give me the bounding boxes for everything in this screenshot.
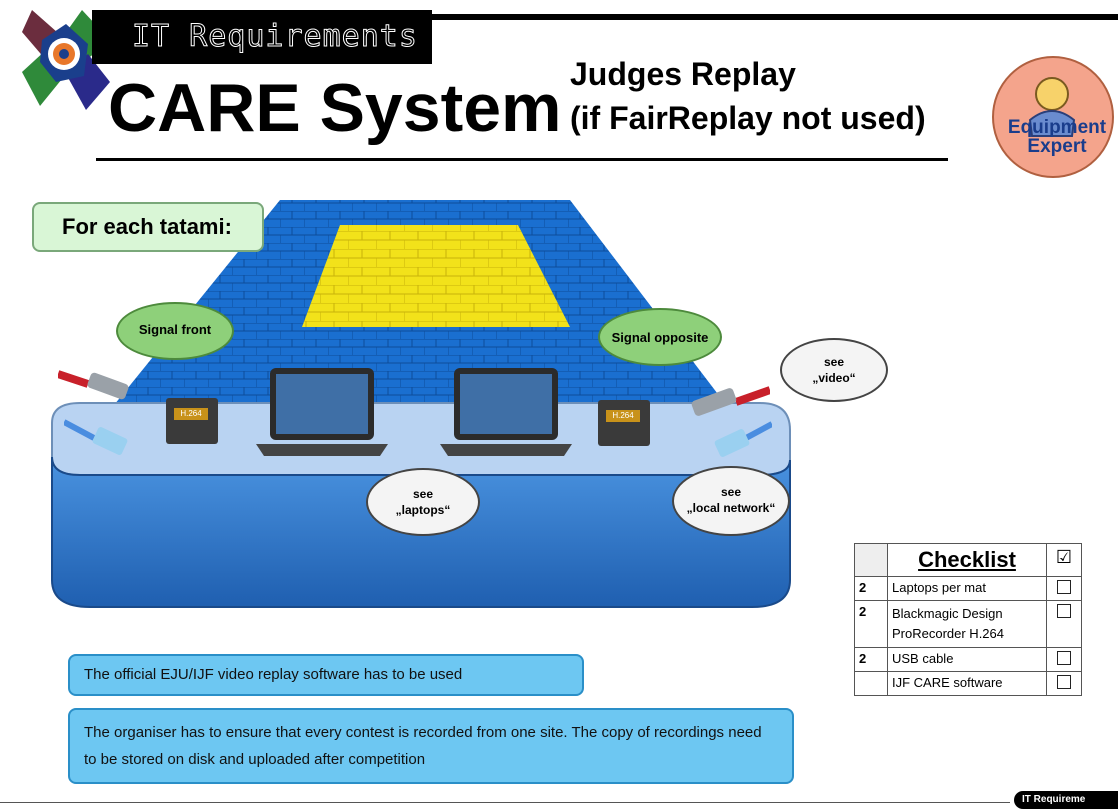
contest-area <box>302 225 570 327</box>
page-subtitle: Judges Replay (if FairReplay not used) <box>570 56 926 136</box>
table-row: IJF CARE software <box>854 671 1082 696</box>
tatami-label: For each tatami: <box>32 202 264 252</box>
see-network-bubble: see„local network“ <box>672 466 790 536</box>
header-top-line <box>200 14 1118 20</box>
recorder-device: H.264 <box>598 400 650 446</box>
signal-opposite-bubble: Signal opposite <box>598 308 722 366</box>
network-cable-icon <box>64 419 128 455</box>
note-software: The official EJU/IJF video replay softwa… <box>68 654 584 696</box>
tatami-illustration <box>51 200 791 608</box>
checklist-table: Checklist ☑ 2 Laptops per mat 2 Blackmag… <box>854 543 1082 696</box>
signal-front-bubble: Signal front <box>116 302 234 360</box>
recorder-label: H.264 <box>174 408 208 420</box>
checkbox[interactable] <box>1057 651 1071 665</box>
checkbox[interactable] <box>1057 675 1071 689</box>
role-avatar <box>992 56 1114 178</box>
laptop-icon <box>256 368 388 456</box>
checklist-item: Laptops per mat <box>887 576 1047 601</box>
checkbox[interactable] <box>1057 580 1071 594</box>
page-title: CARE System <box>108 70 562 146</box>
video-cable-icon <box>691 386 770 416</box>
checklist-qty: 2 <box>854 576 888 601</box>
checklist-header-check-icon: ☑ <box>1046 543 1082 577</box>
person-icon <box>1028 77 1076 137</box>
ijf-logo-icon <box>22 10 110 110</box>
see-video-bubble: see„video“ <box>780 338 888 402</box>
table-row: 2 Laptops per mat <box>854 576 1082 601</box>
checklist-item: Blackmagic Design ProRecorder H.264 <box>887 600 1047 648</box>
checklist-qty: 2 <box>854 600 888 648</box>
recorder-device: H.264 <box>166 398 218 444</box>
see-laptops-bubble: see„laptops“ <box>366 468 480 536</box>
checklist-qty <box>854 671 888 696</box>
checklist-header: Checklist <box>887 543 1047 577</box>
table-row: 2 USB cable <box>854 647 1082 672</box>
checklist-item: USB cable <box>887 647 1047 672</box>
table-row: 2 Blackmagic Design ProRecorder H.264 <box>854 600 1082 648</box>
footer-tag: IT Requireme <box>1014 791 1118 809</box>
note-recording: The organiser has to ensure that every c… <box>68 708 794 784</box>
title-divider <box>96 158 948 161</box>
network-cable-icon <box>714 421 772 457</box>
checklist-qty: 2 <box>854 647 888 672</box>
section-badge: IT Requirements <box>92 10 432 64</box>
laptop-icon <box>440 368 572 456</box>
footer-rule <box>0 802 1010 803</box>
checkbox[interactable] <box>1057 604 1071 618</box>
role-label: Equipment Expert <box>1007 117 1107 157</box>
checklist-item: IJF CARE software <box>887 671 1047 696</box>
video-cable-icon <box>58 370 129 400</box>
recorder-label: H.264 <box>606 410 640 422</box>
